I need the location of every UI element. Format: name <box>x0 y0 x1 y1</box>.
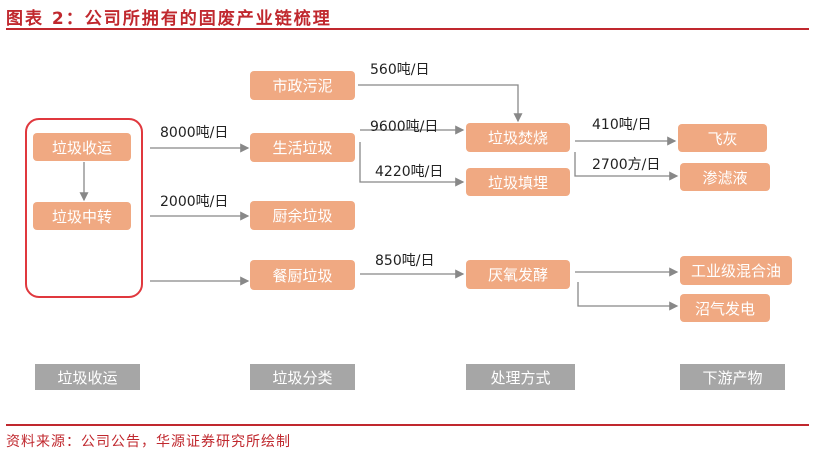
node-domestic: 生活垃圾 <box>250 133 355 162</box>
node-restaurant: 餐厨垃圾 <box>250 260 355 290</box>
node-sludge: 市政污泥 <box>250 71 355 100</box>
category-classify: 垃圾分类 <box>250 364 355 390</box>
node-landfill: 垃圾填埋 <box>466 168 570 196</box>
arrow-sludge <box>358 84 523 123</box>
source-note: 资料来源：公司公告，华源证券研究所绘制 <box>6 434 291 450</box>
flow-label-leachate: 2700方/日 <box>592 157 661 173</box>
node-anaerobic: 厌氧发酵 <box>466 260 570 289</box>
category-treatment: 处理方式 <box>466 364 575 390</box>
node-incinerate: 垃圾焚烧 <box>466 123 570 152</box>
node-oil: 工业级混合油 <box>680 256 792 285</box>
node-biogas: 沼气发电 <box>680 294 770 322</box>
flow-label-anaerobic: 850吨/日 <box>375 253 435 269</box>
figure-title: 图表 2：公司所拥有的固废产业链梳理 <box>6 9 332 29</box>
arrow-leachate <box>574 152 679 181</box>
arrow-landfill <box>359 142 465 187</box>
node-collect: 垃圾收运 <box>33 133 131 161</box>
flow-label-landfill: 4220吨/日 <box>375 164 444 180</box>
node-kitchen: 厨余垃圾 <box>250 201 355 230</box>
node-transfer: 垃圾中转 <box>33 202 131 230</box>
node-flyash: 飞灰 <box>678 124 767 152</box>
arrow-biogas <box>577 282 679 311</box>
footer-divider <box>6 424 809 426</box>
category-collect: 垃圾收运 <box>35 364 140 390</box>
collection-group <box>25 118 143 298</box>
flow-label-flyash: 410吨/日 <box>592 117 652 133</box>
flow-label-incinerate: 9600吨/日 <box>370 119 439 135</box>
flow-label-kitchen: 2000吨/日 <box>160 194 229 210</box>
category-downstream: 下游产物 <box>680 364 785 390</box>
title-divider <box>6 28 809 30</box>
flow-label-sludge: 560吨/日 <box>370 62 430 78</box>
node-leachate: 渗滤液 <box>680 163 770 191</box>
flow-label-domestic: 8000吨/日 <box>160 125 229 141</box>
